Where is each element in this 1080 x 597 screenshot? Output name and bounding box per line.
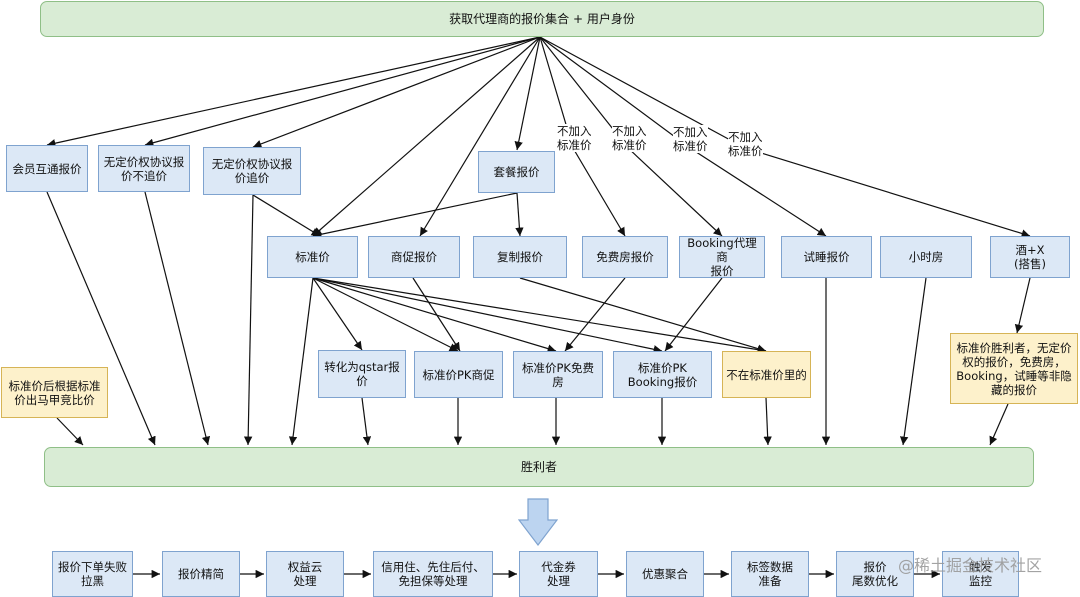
node-noprice-chase: 无定价权协议报 价追价: [203, 147, 301, 195]
top-node: 获取代理商的报价集合 + 用户身份: [40, 1, 1044, 37]
node-left-note: 标准价后根据标准 价出马甲竞比价: [1, 367, 108, 418]
node-pk-booking: 标准价PK Booking报价: [613, 351, 712, 398]
step-price-simplify: 报价精简: [162, 551, 240, 597]
node-pk-free-room: 标准价PK免费 房: [513, 351, 603, 398]
node-noprice-no-chase: 无定价权协议报 价不追价: [98, 145, 190, 192]
watermark: @稀土掘金技术社区: [898, 556, 1043, 575]
note-not-in-standard-1: 不加入 标准价: [557, 124, 592, 152]
node-copy-price: 复制报价: [473, 236, 567, 278]
step-order-failure-blacklist: 报价下单失败 拉黑: [52, 551, 133, 597]
step-trigger-monitor: 触发 监控: [942, 551, 1019, 597]
node-hotel-plus-x: 酒+X (搭售): [990, 236, 1070, 278]
winner-node: 胜利者: [44, 447, 1034, 487]
step-tail-optimize: 报价 尾数优化: [836, 551, 914, 597]
node-package: 套餐报价: [478, 151, 555, 193]
node-free-room-price: 免费房报价: [582, 236, 668, 278]
node-standard-price: 标准价: [267, 236, 358, 278]
step-tag-data: 标签数据 准备: [731, 551, 809, 597]
node-booking-agent-price: Booking代理商 报价: [679, 236, 765, 278]
step-voucher: 代金券 处理: [519, 551, 598, 597]
note-not-in-standard-4: 不加入 标准价: [728, 130, 763, 158]
down-arrow-icon: [518, 498, 558, 546]
step-credit-stay: 信用住、先住后付、 免担保等处理: [373, 551, 493, 597]
node-hourly-room: 小时房: [880, 236, 972, 278]
node-member-price: 会员互通报价: [6, 145, 88, 192]
note-not-in-standard-3: 不加入 标准价: [673, 125, 708, 153]
node-not-in-standard: 不在标准价里的: [722, 351, 811, 398]
node-pk-promo: 标准价PK商促: [414, 351, 503, 398]
node-trial-price: 试睡报价: [781, 236, 872, 278]
node-promo-price: 商促报价: [368, 236, 460, 278]
step-benefit-cloud: 权益云 处理: [266, 551, 344, 597]
step-discount-merge: 优惠聚合: [626, 551, 704, 597]
node-qstar-convert: 转化为qstar报 价: [318, 350, 406, 398]
node-right-note: 标准价胜利者，无定价 权的报价，免费房， Booking，试睡等非隐 藏的报价: [950, 333, 1078, 404]
note-not-in-standard-2: 不加入 标准价: [612, 124, 647, 152]
